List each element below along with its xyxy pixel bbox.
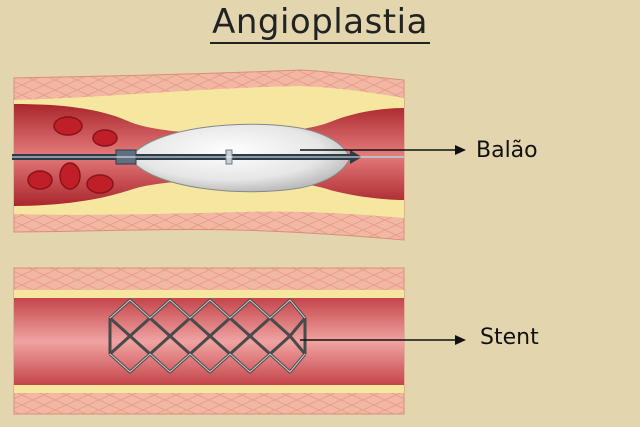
blood-cell [27,170,53,190]
blood-cell [92,129,118,147]
vessel-with-stent [13,267,466,415]
blood-cell [53,116,83,136]
vessel-with-balloon [12,69,466,241]
title-text: Angioplastia [210,2,430,44]
balloon-label: Balão [476,138,538,163]
blood-cell [86,174,114,194]
page-title: Angioplastia [0,2,640,44]
stent-label: Stent [480,325,539,350]
blood-cell [59,162,81,190]
